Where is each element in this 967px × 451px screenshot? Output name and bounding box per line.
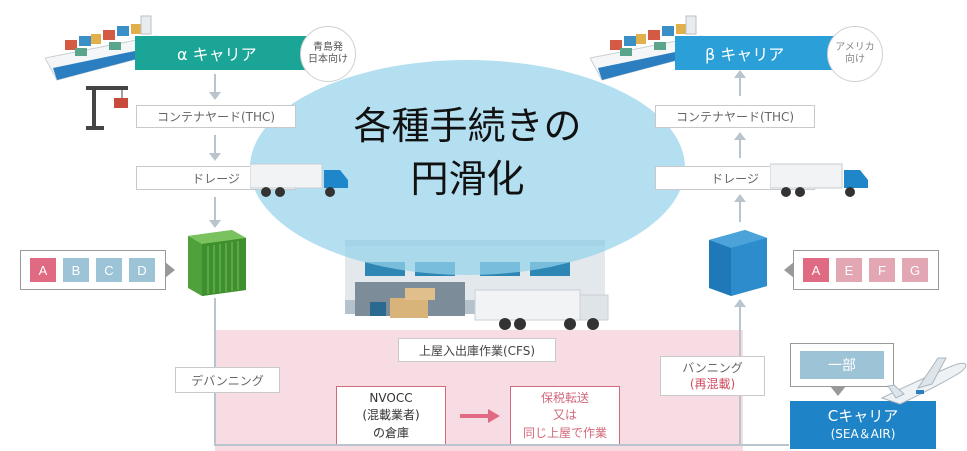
cfs-box: 上屋入出庫作業(CFS) <box>398 338 556 362</box>
bonded-line3: 同じ上屋で作業 <box>522 425 607 440</box>
right-cargo-e: E <box>836 258 862 282</box>
left-arrow-3 <box>209 197 221 228</box>
headline-line1: 各種手続きの <box>353 104 582 148</box>
vanning-box: バンニング (再混載) <box>660 356 765 396</box>
left-arrow-2 <box>209 135 221 161</box>
left-cargo-a: A <box>30 258 56 282</box>
vanning-sublabel: (再混載) <box>689 377 736 391</box>
left-container-yard-label: コンテナヤード(THC) <box>156 110 276 124</box>
left-cargo-d: D <box>129 258 155 282</box>
vanning-label: バンニング <box>682 360 743 375</box>
c-carrier-callout-label: 一部 <box>828 358 856 374</box>
alpha-origin-badge: 青島発 日本向け <box>300 26 356 82</box>
left-drayage-label: ドレージ <box>192 171 240 186</box>
left-callout-pointer <box>165 262 175 278</box>
c-carrier-callout-chip: 一部 <box>800 351 884 379</box>
beta-destination-badge: アメリカ 向け <box>827 26 883 82</box>
headline-line2: 円滑化 <box>410 157 525 202</box>
nvocc-line2: (混載業者) <box>362 408 420 423</box>
bonded-line2: 又は <box>552 408 577 423</box>
right-cargo-g: G <box>902 258 928 282</box>
bonded-box: 保税転送 又は 同じ上屋で作業 <box>510 386 620 446</box>
alpha-origin-line2: 日本向け <box>308 54 348 65</box>
right-blue-container-icon <box>705 228 771 298</box>
left-cargo-c: C <box>96 258 122 282</box>
alpha-origin-line1: 青島発 <box>313 41 343 53</box>
nvocc-line1: NVOCC <box>369 390 413 405</box>
right-cargo-f: F <box>869 258 895 282</box>
left-container-yard-box: コンテナヤード(THC) <box>136 105 296 128</box>
alpha-carrier-banner: α キャリア <box>135 36 330 70</box>
left-truck-icon <box>249 160 350 200</box>
left-green-container-icon <box>180 228 248 298</box>
left-cargo-b: B <box>63 258 89 282</box>
airplane-icon <box>880 350 967 410</box>
beta-destination-line2: 向け <box>845 54 865 65</box>
c-carrier-box: Cキャリア (SEA＆AIR) <box>790 401 936 449</box>
right-callout-pointer <box>784 262 794 278</box>
crane-icon <box>82 82 132 132</box>
right-cargo-a: A <box>803 258 829 282</box>
cfs-label: 上屋入出庫作業(CFS) <box>418 343 536 358</box>
alpha-carrier-label: α キャリア <box>177 45 257 64</box>
nvocc-line3: の倉庫 <box>372 425 409 440</box>
c-carrier-name: Cキャリア <box>827 407 899 426</box>
left-arrow-1 <box>209 74 221 100</box>
right-container-yard-box: コンテナヤード(THC) <box>655 105 815 128</box>
nvocc-box: NVOCC (混載業者) の倉庫 <box>336 386 446 446</box>
bonded-line1: 保税転送 <box>540 390 589 405</box>
right-container-yard-label: コンテナヤード(THC) <box>675 110 795 124</box>
right-drayage-label: ドレージ <box>711 171 759 186</box>
devanning-label: デバンニング <box>191 373 264 388</box>
right-arrow-2 <box>734 132 746 158</box>
bottom-flow-line <box>214 444 789 446</box>
headline: 各種手続きの 円滑化 <box>290 100 645 206</box>
right-arrow-3 <box>734 194 746 222</box>
beta-carrier-banner: β キャリア <box>675 36 850 70</box>
c-carrier-sub: (SEA＆AIR) <box>830 426 896 441</box>
c-carrier-callout-pointer <box>830 386 846 396</box>
transfer-arrow-icon <box>460 408 500 423</box>
right-truck-icon <box>769 160 870 200</box>
beta-carrier-label: β キャリア <box>705 45 785 64</box>
left-drayage-box: ドレージ <box>136 166 296 190</box>
beta-destination-line1: アメリカ <box>835 41 875 53</box>
devanning-box: デバンニング <box>175 367 280 393</box>
right-arrow-1 <box>734 70 746 96</box>
